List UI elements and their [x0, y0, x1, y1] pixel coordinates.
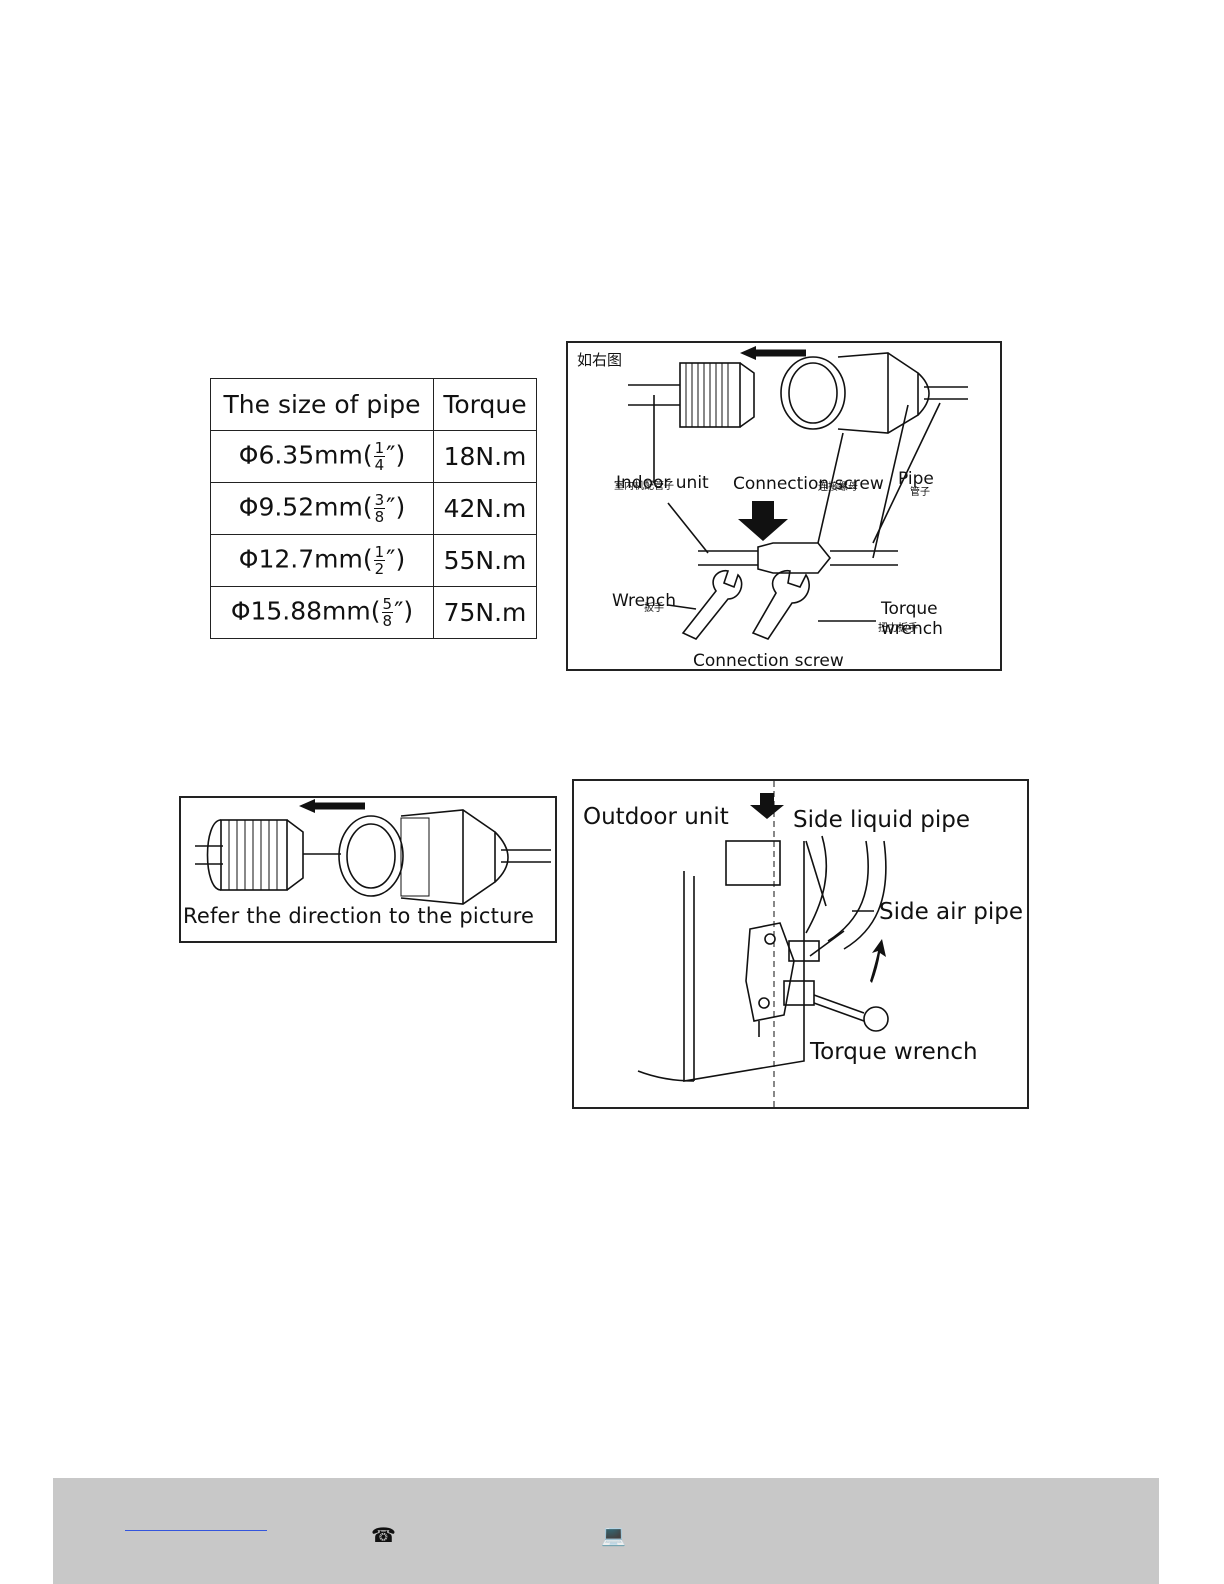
direction-figure: Refer the direction to the picture [179, 796, 557, 943]
torque-wrench-label-2: wrench [881, 619, 943, 639]
torque-cell: 42N.m [433, 482, 537, 535]
indoor-unit-label: Indoor unit [616, 473, 709, 493]
torque-cell: 18N.m [433, 430, 537, 483]
wrench-label-cn: 扳手 [644, 603, 664, 614]
pipe-label: Pipe [898, 469, 934, 489]
pipe-connection-illustration [628, 346, 968, 640]
side-liquid-pipe-label: Side liquid pipe [793, 807, 971, 833]
pipe-label-cn: 管子 [910, 487, 930, 498]
pipe-connection-figure: 如右图 Indoor unit 室内机配管子 Connection screw … [566, 341, 1002, 671]
down-arrow [738, 501, 788, 541]
outdoor-unit-figure: Outdoor unit Side liquid pipe Side air p… [572, 779, 1029, 1109]
connection-screw-label-cn: 连接螺母 [818, 482, 858, 493]
footer-band: ☎ 💻 [53, 1478, 1159, 1584]
outdoor-unit-label: Outdoor unit [583, 804, 729, 830]
telephone-icon: ☎ [371, 1525, 396, 1547]
footer-link[interactable] [125, 1530, 267, 1531]
connection-screw-bottom-label: Connection screw [693, 651, 844, 671]
flare-nut-illustration [195, 799, 551, 905]
side-air-pipe-label: Side air pipe [879, 899, 1024, 925]
torque-wrench-label-1: Torque [881, 599, 938, 619]
table-header-row: The size of pipe Torque [210, 378, 537, 431]
header-pipe-size: The size of pipe [210, 378, 434, 431]
down-arrow [750, 793, 784, 819]
torque-wrench-label: Torque wrench [810, 1039, 978, 1065]
laptop-icon: 💻 [601, 1525, 626, 1547]
torque-wrench-label-cn: 扭力扳手 [878, 623, 918, 634]
indoor-unit-label-cn: 室内机配管子 [614, 481, 674, 492]
wrench-label: Wrench [612, 591, 677, 611]
rotation-arrow [870, 939, 886, 983]
direction-caption: Refer the direction to the picture [183, 904, 535, 928]
outdoor-unit-illustration [637, 781, 889, 1107]
connection-screw-label: Connection screw [733, 474, 884, 494]
torque-cell: 75N.m [433, 586, 537, 639]
header-torque: Torque [433, 378, 537, 431]
torque-cell: 55N.m [433, 534, 537, 587]
corner-note: 如右图 [577, 351, 623, 369]
